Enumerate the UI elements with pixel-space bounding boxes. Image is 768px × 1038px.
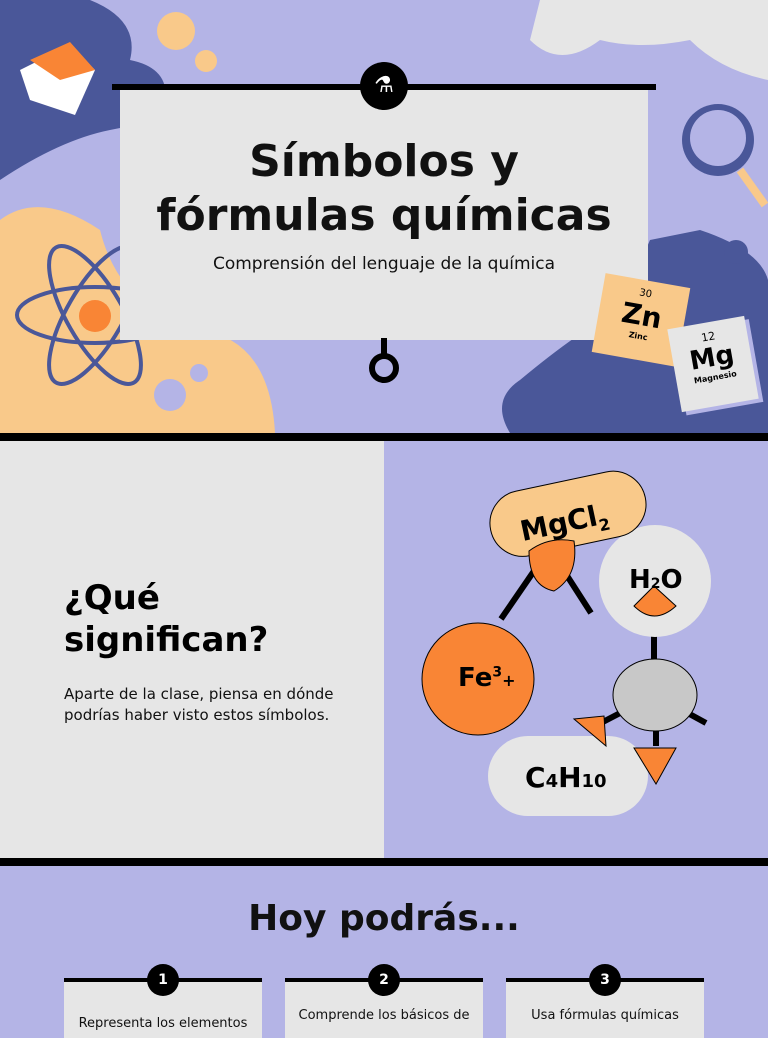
formula-h2o: H2O	[629, 565, 683, 595]
divider	[0, 433, 768, 441]
molecule-illustration	[421, 470, 711, 816]
step-number: 1	[147, 964, 179, 996]
hanger-stem	[381, 338, 387, 356]
divider	[0, 858, 768, 866]
section-body: Aparte de la clase, piensa en dónde podr…	[64, 685, 334, 724]
flask-icon: ⚗	[360, 62, 408, 110]
decorative-background	[0, 0, 768, 433]
hanger-ring	[369, 353, 399, 383]
title-card	[120, 90, 648, 340]
objective-text: Usa fórmulas químicas	[531, 1008, 679, 1023]
objective-text: Comprende los básicos de	[298, 1008, 470, 1023]
step-number: 2	[368, 964, 400, 996]
section-heading: Hoy podrás...	[248, 898, 520, 939]
formula-fe3: Fe3+	[458, 663, 516, 693]
subtitle: Comprensión del lenguaje de la química	[212, 254, 556, 274]
element-tile-magnesium: 12 Mg Magnesio	[667, 315, 759, 413]
step-number: 3	[589, 964, 621, 996]
formula-c4h10: C4H10	[525, 761, 607, 794]
